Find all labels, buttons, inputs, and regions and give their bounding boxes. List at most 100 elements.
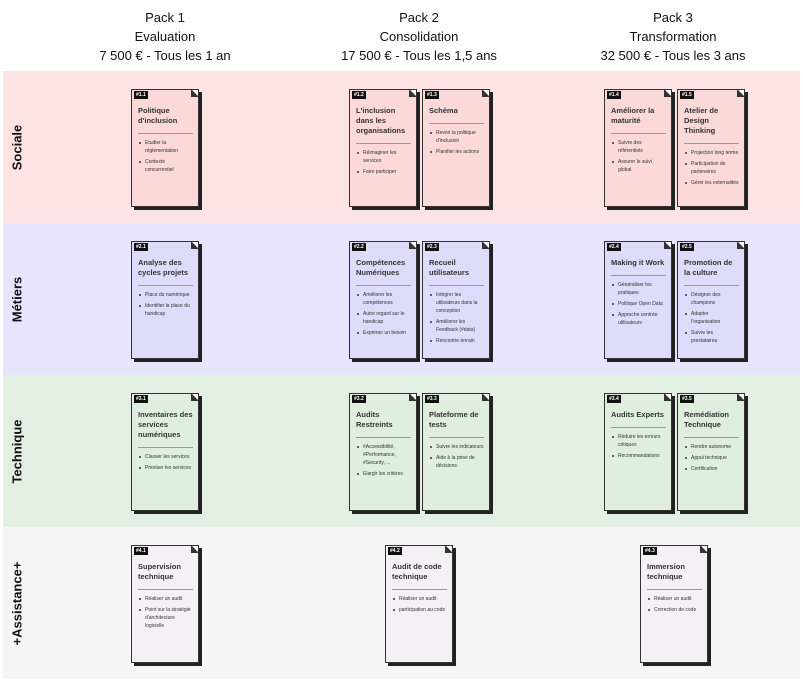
card-id: #1.2	[352, 91, 366, 99]
card-item: participation au code	[392, 606, 447, 614]
row-label-metiers: Métiers	[9, 276, 25, 322]
card-item: Identifier la place du handicap	[138, 302, 193, 318]
card-4-1[interactable]: #4.1 Supervision technique Réaliser un a…	[131, 545, 199, 663]
card-1-1[interactable]: #1.1 Politique d'inclusion Etudier la ré…	[131, 89, 199, 207]
card-item: Réduire les erreurs critiques	[611, 433, 666, 449]
card-3-2[interactable]: #3.2 Audits Restreints #Accessibilité, #…	[349, 393, 417, 511]
card-4-3[interactable]: #4.3 Immersion technique Réaliser un aud…	[640, 545, 708, 663]
card-title: Améliorer la maturité	[611, 106, 666, 134]
pack-price: 17 500 € - Tous les 1,5 ans	[341, 48, 497, 63]
card-4-2[interactable]: #4.2 Audit de code technique Réaliser un…	[385, 545, 453, 663]
card-3-3[interactable]: #3.3 Plateforme de tests Suivre les indi…	[422, 393, 490, 511]
card-2-5[interactable]: #2.5 Promotion de la culture Désigner de…	[677, 241, 745, 359]
card-id: #1.3	[425, 91, 439, 99]
pack-2-header: Pack 2 Consolidation 17 500 € - Tous les…	[304, 8, 534, 65]
card-title: Inventaires des services numériques	[138, 410, 193, 448]
card-title: Promotion de la culture	[684, 258, 739, 286]
card-id: #3.1	[134, 395, 148, 403]
card-item: Généraliser les pratiques	[611, 281, 666, 297]
card-item: Faire participer	[356, 168, 411, 176]
card-title: Compétences Numériques	[356, 258, 411, 286]
card-item: Place du numérique	[138, 291, 193, 299]
card-title: Immersion technique	[647, 562, 702, 590]
row-label-technique: Technique	[9, 418, 25, 484]
card-title: Making it Work	[611, 258, 666, 276]
card-item: Assurer le suivi global	[611, 158, 666, 174]
card-id: #3.4	[607, 395, 621, 403]
card-item: Contexte concurrentiel	[138, 158, 193, 174]
card-item: Prioriser les services	[138, 464, 193, 472]
pack-subtitle: Transformation	[629, 29, 717, 44]
card-item: Appui technique	[684, 454, 739, 462]
card-item: Classer les services	[138, 453, 193, 461]
card-1-4[interactable]: #1.4 Améliorer la maturité Suivre des ré…	[604, 89, 672, 207]
card-item: Désigner des champions	[684, 291, 739, 307]
card-item: Réaliser un audit	[138, 595, 193, 603]
card-item: Point sur la stratégie d'architecture lo…	[138, 606, 193, 630]
card-item: Approche centrée utilisateurs	[611, 311, 666, 327]
card-item: Planifier les actions	[429, 148, 484, 156]
card-item: Etudier la réglementation	[138, 139, 193, 155]
card-2-2[interactable]: #2.2 Compétences Numériques Améliorer le…	[349, 241, 417, 359]
card-item: Exprimer un besoin	[356, 329, 411, 337]
card-item: Recommandations	[611, 452, 666, 460]
card-item: Gérer les externalités	[684, 179, 739, 187]
card-title: Schéma	[429, 106, 484, 124]
card-id: #3.2	[352, 395, 366, 403]
row-label-assistance: +Assistance+	[9, 561, 25, 645]
card-title: Politique d'inclusion	[138, 106, 193, 134]
card-item: Intégrer les utilisateurs dans la concep…	[429, 291, 484, 315]
card-id: #2.3	[425, 243, 439, 251]
card-item: Réimaginer les services	[356, 149, 411, 165]
card-id: #3.5	[680, 395, 694, 403]
card-item: Elargir les critères	[356, 470, 411, 478]
pack-name: Pack 1	[145, 10, 185, 25]
pack-name: Pack 2	[399, 10, 439, 25]
card-item: Rendre autonome	[684, 443, 739, 451]
card-title: Atelier de Design Thinking	[684, 106, 739, 144]
card-title: Remédiation Technique	[684, 410, 739, 438]
pack-subtitle: Evaluation	[134, 29, 196, 44]
card-item: Autre regard sur le handicap	[356, 310, 411, 326]
card-title: Supervision technique	[138, 562, 193, 590]
card-id: #2.4	[607, 243, 621, 251]
card-1-3[interactable]: #1.3 Schéma Revoir la politique d'inclus…	[422, 89, 490, 207]
card-id: #2.1	[134, 243, 148, 251]
card-id: #3.3	[425, 395, 439, 403]
card-item: #Accessibilité, #Performance, #Security,…	[356, 443, 411, 467]
card-item: Participation de partenaires	[684, 160, 739, 176]
card-title: Recueil utilisateurs	[429, 258, 484, 286]
card-id: #2.5	[680, 243, 694, 251]
pack-1-header: Pack 1 Evaluation 7 500 € - Tous les 1 a…	[50, 8, 280, 65]
card-id: #4.2	[388, 547, 402, 555]
card-title: L'inclusion dans les organisations	[356, 106, 411, 144]
card-3-5[interactable]: #3.5 Remédiation Technique Rendre autono…	[677, 393, 745, 511]
card-2-4[interactable]: #2.4 Making it Work Généraliser les prat…	[604, 241, 672, 359]
card-1-5[interactable]: #1.5 Atelier de Design Thinking Projecti…	[677, 89, 745, 207]
card-item: Améliorer les compétences	[356, 291, 411, 307]
card-3-1[interactable]: #3.1 Inventaires des services numériques…	[131, 393, 199, 511]
card-item: Revoir la politique d'inclusion	[429, 129, 484, 145]
card-title: Audits Restreints	[356, 410, 411, 438]
card-item: Réaliser un audit	[647, 595, 702, 603]
card-id: #1.1	[134, 91, 148, 99]
pack-subtitle: Consolidation	[379, 29, 459, 44]
row-label-sociale: Sociale	[9, 124, 25, 170]
pack-price: 7 500 € - Tous les 1 an	[99, 48, 231, 63]
card-3-4[interactable]: #3.4 Audits Experts Réduire les erreurs …	[604, 393, 672, 511]
card-item: Suivre les prestataires	[684, 329, 739, 345]
card-2-1[interactable]: #2.1 Analyse des cycles projets Place du…	[131, 241, 199, 359]
card-2-3[interactable]: #2.3 Recueil utilisateurs Intégrer les u…	[422, 241, 490, 359]
card-1-2[interactable]: #1.2 L'inclusion dans les organisations …	[349, 89, 417, 207]
card-title: Audit de code technique	[392, 562, 447, 590]
card-item: Projection long terme	[684, 149, 739, 157]
card-title: Analyse des cycles projets	[138, 258, 193, 286]
card-title: Plateforme de tests	[429, 410, 484, 438]
card-id: #4.3	[643, 547, 657, 555]
card-title: Audits Experts	[611, 410, 666, 428]
card-id: #4.1	[134, 547, 148, 555]
card-id: #1.4	[607, 91, 621, 99]
card-item: Améliorer les Feedback (#data)	[429, 318, 484, 334]
pack-price: 32 500 € - Tous les 3 ans	[600, 48, 746, 63]
card-id: #1.5	[680, 91, 694, 99]
